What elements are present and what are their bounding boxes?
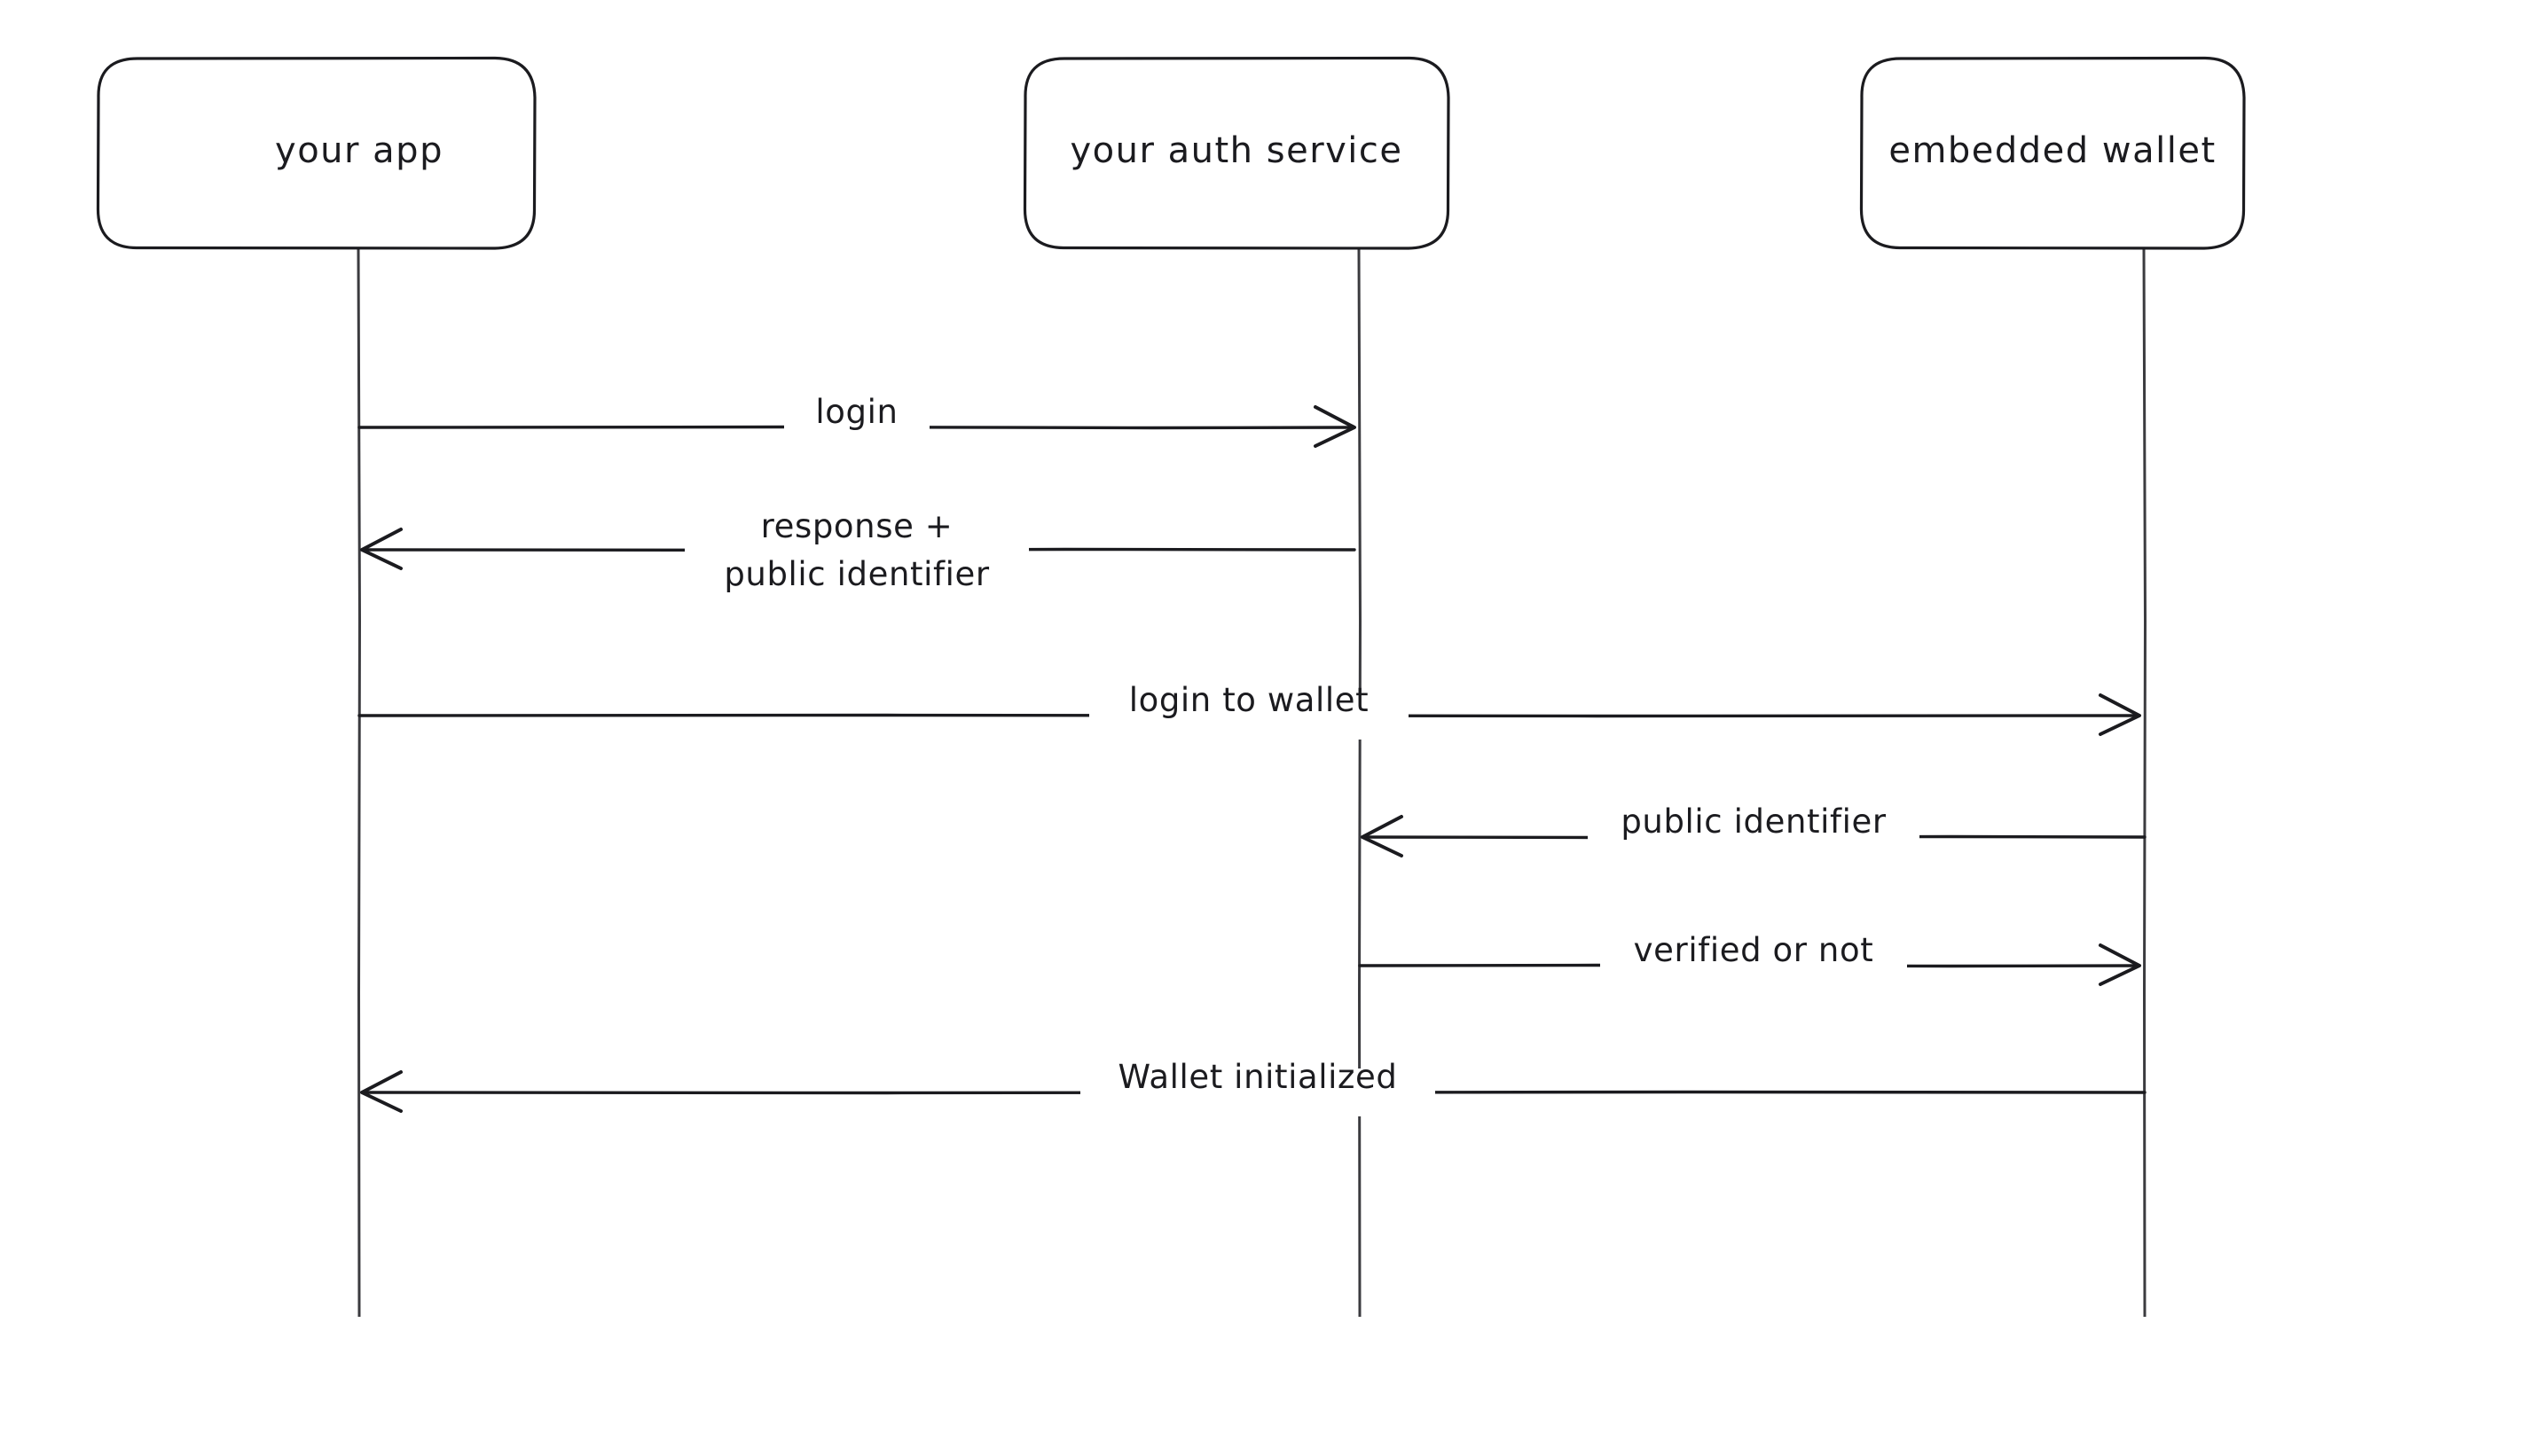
message-wallet-initialized[interactable]: Wallet initialized	[360, 1058, 2147, 1116]
lifeline-your-app	[357, 247, 362, 1318]
arrowhead-right-verified-or-not	[2099, 943, 2141, 986]
participant-label-embedded-wallet: embedded wallet	[1888, 130, 2216, 171]
message-public-identifier[interactable]: public identifier	[1361, 802, 2147, 861]
participant-box-embedded-wallet[interactable]	[1859, 56, 2246, 250]
participant-label-your-app: your app	[275, 130, 443, 171]
arrowhead-right-login	[1314, 405, 1356, 448]
message-label-bg-public-identifier	[1588, 813, 1919, 861]
arrowhead-left-wallet-initialized	[360, 1070, 403, 1113]
participant-box-your-auth-service[interactable]	[1023, 56, 1450, 250]
message-label-verified-or-not: verified or not	[1634, 931, 1874, 969]
lifeline-your-auth-service	[1357, 247, 1362, 1318]
participant-embedded-wallet[interactable]: embedded wallet	[1859, 56, 2246, 250]
participant-your-auth-service[interactable]: your auth service	[1023, 56, 1450, 250]
message-label-login-to-wallet: login to wallet	[1129, 681, 1370, 719]
message-label-bg-login-to-wallet	[1089, 692, 1409, 740]
message-line-login	[357, 425, 1356, 430]
lifelines-group	[357, 247, 2147, 1318]
participant-your-app[interactable]: your app	[96, 56, 537, 250]
participant-box-your-app[interactable]	[96, 56, 537, 250]
message-label-bg-verified-or-not	[1600, 942, 1907, 990]
participant-label-your-auth-service: your auth service	[1070, 130, 1402, 171]
message-label-response-line1: response +	[761, 507, 954, 545]
message-label-bg-login	[784, 403, 930, 451]
message-verified-or-not[interactable]: verified or not	[1358, 931, 2141, 990]
message-login-to-wallet[interactable]: login to wallet	[357, 681, 2141, 740]
arrowhead-left-response-public-identifier	[360, 528, 403, 570]
message-login[interactable]: login	[357, 393, 1356, 451]
arrowhead-right-login-to-wallet	[2099, 693, 2141, 736]
lifeline-embedded-wallet	[2142, 247, 2147, 1318]
message-label-public-identifier: public identifier	[1621, 802, 1887, 841]
arrowhead-left-public-identifier	[1361, 815, 1403, 857]
message-response-public-identifier[interactable]: response + public identifier	[360, 507, 1356, 593]
message-label-bg-wallet-initialized	[1080, 1069, 1435, 1116]
message-label-response-line2: public identifier	[724, 555, 990, 593]
message-label-bg-response-public-identifier	[685, 507, 1029, 592]
message-label-wallet-initialized: Wallet initialized	[1118, 1058, 1398, 1096]
message-label-login: login	[815, 393, 898, 431]
